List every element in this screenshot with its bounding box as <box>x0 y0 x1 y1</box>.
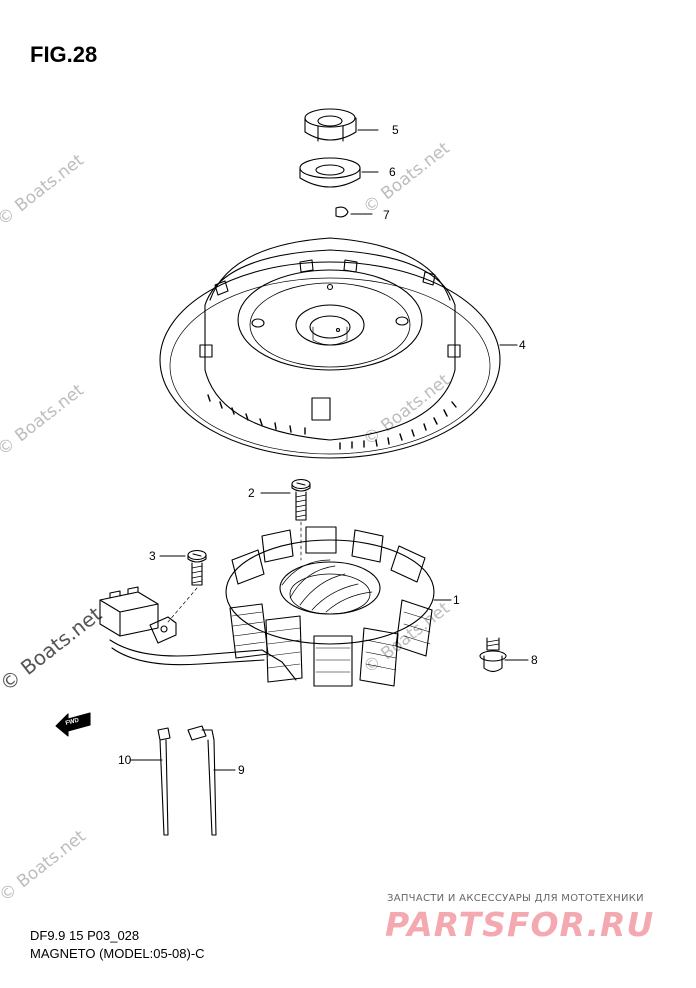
callout-8: 8 <box>531 653 538 667</box>
part-9-cable-tie <box>187 725 236 836</box>
callout-10: 10 <box>118 753 132 767</box>
part-1-stator <box>99 526 452 687</box>
part-5-nut <box>304 108 379 142</box>
part-3-screw <box>159 549 207 623</box>
callout-3: 3 <box>149 549 156 563</box>
callout-5: 5 <box>392 123 399 137</box>
part-4-flywheel <box>159 237 518 459</box>
callout-1: 1 <box>453 593 460 607</box>
part-10-cable-tie <box>129 727 171 836</box>
fwd-label: FWD <box>65 717 80 727</box>
stator-front-coils <box>229 599 433 687</box>
figure-code: DF9.9 15 P03_028 <box>30 928 140 943</box>
fwd-direction-arrow: FWD <box>55 712 91 737</box>
callout-7: 7 <box>383 208 390 222</box>
figure-caption: MAGNETO (MODEL:05-08)-C <box>30 946 205 961</box>
brand-logo: PARTSFOR.RU <box>385 905 655 944</box>
part-6-washer <box>299 157 379 188</box>
callout-2: 2 <box>248 486 255 500</box>
part-2-screw <box>260 478 311 561</box>
part-7-key <box>335 206 373 218</box>
callout-9: 9 <box>238 763 245 777</box>
callout-4: 4 <box>519 338 526 352</box>
figure-title: FIG.28 <box>30 42 98 67</box>
part-8-flange-bolt <box>479 637 529 673</box>
brand-subtitle: ЗАПЧАСТИ И АКСЕССУАРЫ ДЛЯ МОТОТЕХНИКИ <box>387 893 644 904</box>
callout-6: 6 <box>389 165 396 179</box>
